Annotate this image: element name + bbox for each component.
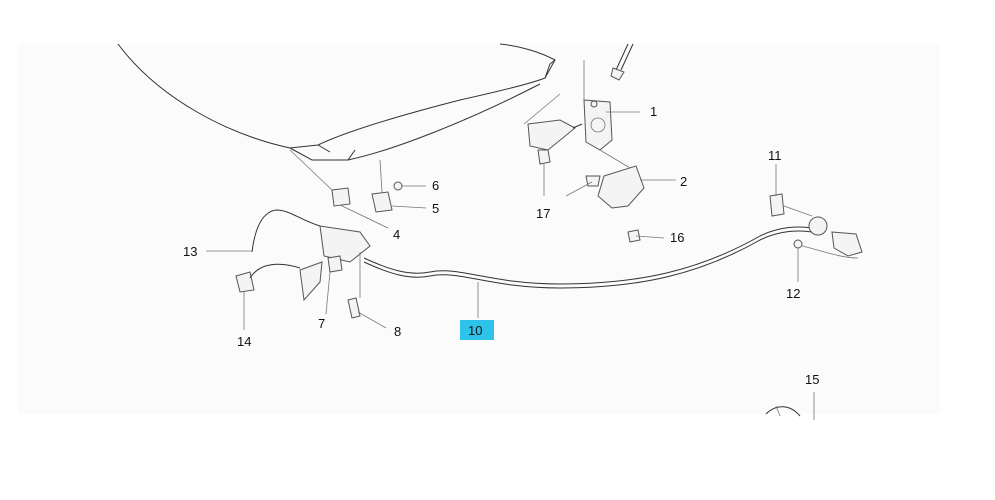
- callout-16: 16: [670, 230, 684, 245]
- latch-bracket: [523, 93, 583, 196]
- hood-bumpers: [289, 149, 427, 229]
- part-15-fragment: [765, 392, 815, 420]
- callout-11: 11: [768, 148, 782, 163]
- callout-4: 4: [393, 227, 400, 242]
- striker-bracket: [565, 149, 676, 243]
- callout-12: 12: [786, 286, 800, 301]
- hood-strut: [610, 43, 634, 81]
- release-cable: [363, 226, 813, 318]
- callout-13: 13: [183, 244, 197, 259]
- hood-panel: [117, 43, 556, 161]
- callout-6: 6: [432, 178, 439, 193]
- callout-7: 7: [318, 316, 325, 331]
- cable-latch-end: [769, 164, 863, 282]
- callout-1: 1: [650, 104, 657, 119]
- diagram-background-panel: [18, 44, 940, 414]
- hood-latch: [583, 60, 640, 151]
- callout-8: 8: [394, 324, 401, 339]
- callout-17: 17: [536, 206, 550, 221]
- callout-10-highlight: [460, 320, 494, 340]
- callout-14: 14: [237, 334, 251, 349]
- callout-2: 2: [680, 174, 687, 189]
- callout-labels: 1 2 4 5 6 7 8 10 11 12 13 14 15 16 17: [183, 104, 819, 387]
- leader-lines: [206, 235, 665, 330]
- release-handle: [235, 209, 387, 329]
- callout-10: 10: [468, 323, 482, 338]
- callout-15: 15: [805, 372, 819, 387]
- callout-5: 5: [432, 201, 439, 216]
